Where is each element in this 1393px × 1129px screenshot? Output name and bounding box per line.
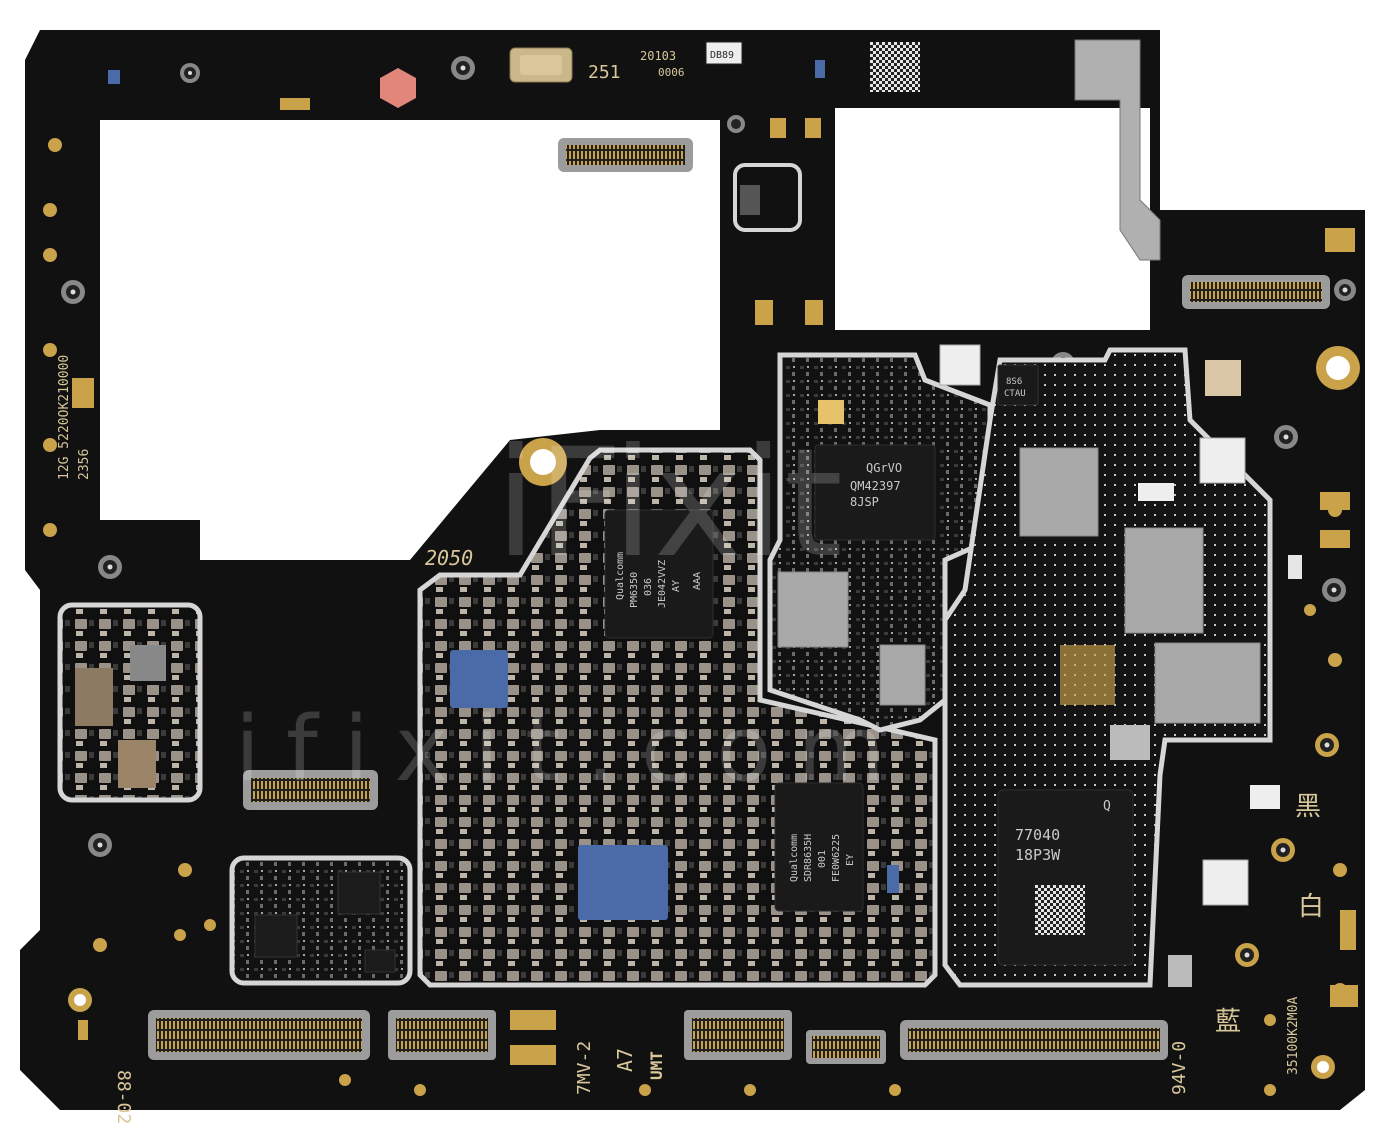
silk-label-black: 黑 [1295,792,1321,822]
blue-chip-left [450,650,508,708]
soc-line2: 18P3W [1015,846,1061,864]
pmic-line3: JE042VVZ [657,560,668,608]
b2b-connectors [148,138,1330,1064]
rf-line2: 001 [817,850,828,868]
watermark-logo: iFixit [495,417,843,591]
pmic-line4: AY [671,580,682,592]
chip-big-soc: 77040 18P3W Q [997,789,1134,966]
qorvo-brand: QGrVO [866,461,902,475]
silk-code-top: 251 [588,62,621,83]
chip-small-ic: 8S6 CTAU [997,364,1039,406]
qorvo-line2: 8JSP [850,495,879,509]
chip-rf-transceiver: Qualcomm SDR8635H 001 FE0W6225 EY [774,782,864,912]
dbb-chip [705,41,743,65]
flex-contact-1 [510,1010,556,1030]
silk-code-small: 0006 [658,66,685,79]
datamatrix-soc [1035,885,1085,935]
rf-line4: EY [845,854,856,866]
chip-qorvo: QGrVO QM42397 8JSP [814,444,936,541]
silk-code-94v: 94V-0 [1169,1041,1190,1095]
silk-label-blue: 藍 [1215,1007,1241,1037]
silk-code-7mv: 7MV-2 [574,1041,595,1095]
metal-bracket [1074,39,1161,261]
silk-code-a7: A7 [613,1048,637,1072]
pmic-brand: Qualcomm [615,552,626,600]
soc-line3: Q [1103,799,1111,814]
soc-line1: 77040 [1015,826,1060,844]
pmic-line1: PM6350 [629,572,640,608]
datamatrix-top [870,42,920,92]
silk-board-id-2: 2356 [77,449,92,480]
chip-pmic: Qualcomm PM6350 036 JE042VVZ AY AAA [604,509,714,639]
silk-board-id-1: 12G 5220OK210000 [57,355,72,480]
flex-contact-2 [510,1045,556,1065]
rf-line3: FE0W6225 [831,834,842,882]
silk-code-date: 20103 [640,49,676,63]
pmic-line2: 036 [643,578,654,596]
small-ic-line1: 8S6 [1006,377,1022,387]
qorvo-line1: QM42397 [850,479,901,493]
silk-code-db: DB89 [710,50,734,61]
rf-brand: Qualcomm [789,834,800,882]
silk-label-white: 白 [1298,892,1324,922]
silk-code-2050: 2050 [425,546,473,570]
pmic-line5: AAA [692,572,703,590]
silk-code-right: 35100K2M0A [1286,997,1301,1075]
silk-code-umt: UMT [647,1051,666,1080]
watermark-domain: ifixit.com [235,697,911,802]
small-ic-line2: CTAU [1004,389,1026,399]
rf-line1: SDR8635H [803,834,814,882]
pink-pad [380,68,416,108]
side-test-pads [43,138,1347,1096]
small-components [72,60,1358,1040]
blue-chip-center [578,845,668,920]
silk-code-88: 88-02 [113,1070,134,1124]
